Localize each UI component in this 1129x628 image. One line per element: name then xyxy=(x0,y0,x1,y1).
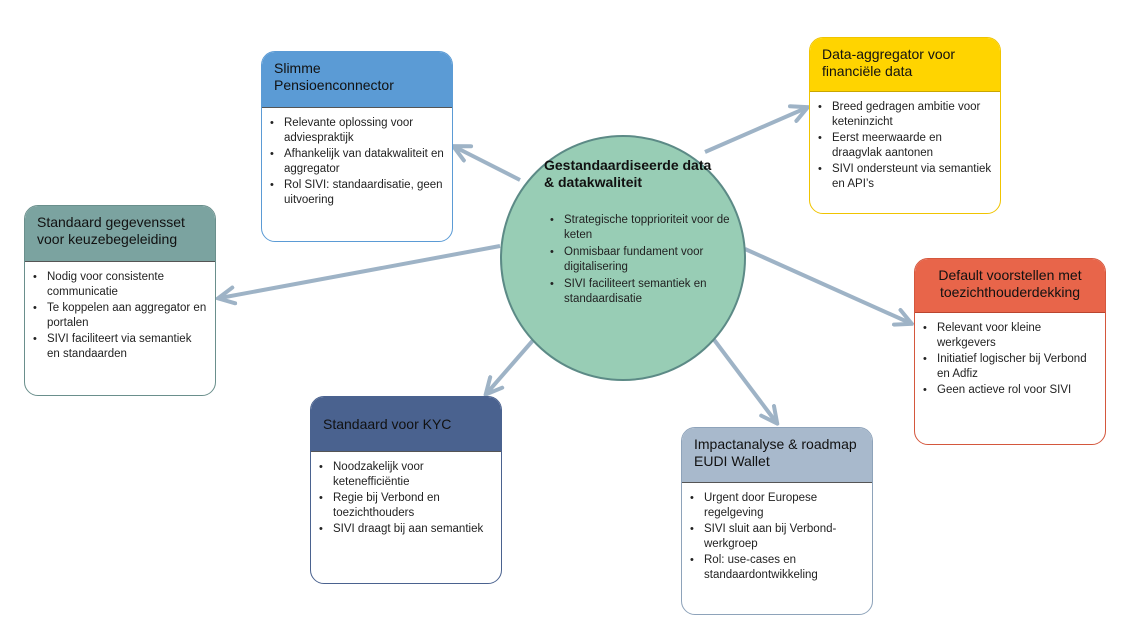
card-gegevensset-title: Standaard gegevensset voor keuzebegeleid… xyxy=(25,206,215,262)
arrow-to-pensioen xyxy=(455,147,521,182)
card-kyc-title: Standaard voor KYC xyxy=(311,397,501,452)
central-bullet: Strategische topprioriteit voor de keten xyxy=(550,213,734,243)
arrow-to-keuze xyxy=(220,244,501,298)
card-bullet: Rol: use-cases en standaardontwikkeling xyxy=(690,553,864,583)
card-kyc-bullets: Noodzakelijk voor ketenefficiëntie Regie… xyxy=(311,452,501,544)
card-data-aggregator: Data-aggregator voor financiële data Bre… xyxy=(809,37,1001,214)
card-data-aggregator-title: Data-aggregator voor financiële data xyxy=(810,38,1000,92)
card-bullet: Eerst meerwaarde en draagvlak aantonen xyxy=(818,131,992,161)
card-bullet: Te koppelen aan aggregator en portalen xyxy=(33,301,207,331)
card-bullet: Relevant voor kleine werkgevers xyxy=(923,321,1097,351)
card-bullet: Urgent door Europese regelgeving xyxy=(690,491,864,521)
central-topic-title: Gestandaardiseerde data & datakwaliteit xyxy=(544,157,712,190)
card-pensioenconnector-bullets: Relevante oplossing voor adviespraktijk … xyxy=(262,108,452,215)
arrow-to-aggregator xyxy=(704,108,806,154)
card-bullet: Rol SIVI: standaardisatie, geen uitvoeri… xyxy=(270,178,444,208)
card-bullet: Initiatief logischer bij Verbond en Adfi… xyxy=(923,352,1097,382)
card-pensioenconnector: Slimme Pensioenconnector Relevante oplos… xyxy=(261,51,453,242)
card-bullet: Afhankelijk van datakwaliteit en aggrega… xyxy=(270,147,444,177)
card-bullet: SIVI sluit aan bij Verbond-werkgroep xyxy=(690,522,864,552)
card-data-aggregator-bullets: Breed gedragen ambitie voor keteninzicht… xyxy=(810,92,1000,199)
card-bullet: Nodig voor consistente communicatie xyxy=(33,270,207,300)
card-default-voorstellen-bullets: Relevant voor kleine werkgevers Initiati… xyxy=(915,313,1105,405)
arrow-to-eudi xyxy=(710,335,776,422)
card-bullet: Breed gedragen ambitie voor keteninzicht xyxy=(818,100,992,130)
card-bullet: Relevante oplossing voor adviespraktijk xyxy=(270,116,444,146)
card-gegevensset: Standaard gegevensset voor keuzebegeleid… xyxy=(24,205,216,396)
card-bullet: Noodzakelijk voor ketenefficiëntie xyxy=(319,460,493,490)
card-bullet: Regie bij Verbond en toezichthouders xyxy=(319,491,493,521)
card-default-voorstellen: Default voorstellen met toezichthouderde… xyxy=(914,258,1106,445)
arrow-to-default xyxy=(744,247,910,323)
card-eudi-wallet-title: Impactanalyse & roadmap EUDI Wallet xyxy=(682,428,872,483)
card-eudi-wallet: Impactanalyse & roadmap EUDI Wallet Urge… xyxy=(681,427,873,615)
card-pensioenconnector-title: Slimme Pensioenconnector xyxy=(262,52,452,108)
card-bullet: SIVI draagt bij aan semantiek xyxy=(319,522,493,537)
card-gegevensset-bullets: Nodig voor consistente communicatie Te k… xyxy=(25,262,215,369)
card-default-voorstellen-title: Default voorstellen met toezichthouderde… xyxy=(915,259,1105,313)
card-kyc: Standaard voor KYC Noodzakelijk voor ket… xyxy=(310,396,502,584)
card-bullet: SIVI faciliteert via semantiek en standa… xyxy=(33,332,207,362)
central-topic: Gestandaardiseerde data & datakwaliteit … xyxy=(500,135,746,381)
central-topic-bullets: Strategische topprioriteit voor de keten… xyxy=(546,213,734,309)
card-bullet: Geen actieve rol voor SIVI xyxy=(923,383,1097,398)
central-bullet: SIVI faciliteert semantiek en standaardi… xyxy=(550,277,734,307)
central-bullet: Onmisbaar fundament voor digitalisering xyxy=(550,245,734,275)
card-eudi-wallet-bullets: Urgent door Europese regelgeving SIVI sl… xyxy=(682,483,872,590)
card-bullet: SIVI ondersteunt via semantiek en API’s xyxy=(818,162,992,192)
arrow-to-kyc xyxy=(487,336,537,393)
